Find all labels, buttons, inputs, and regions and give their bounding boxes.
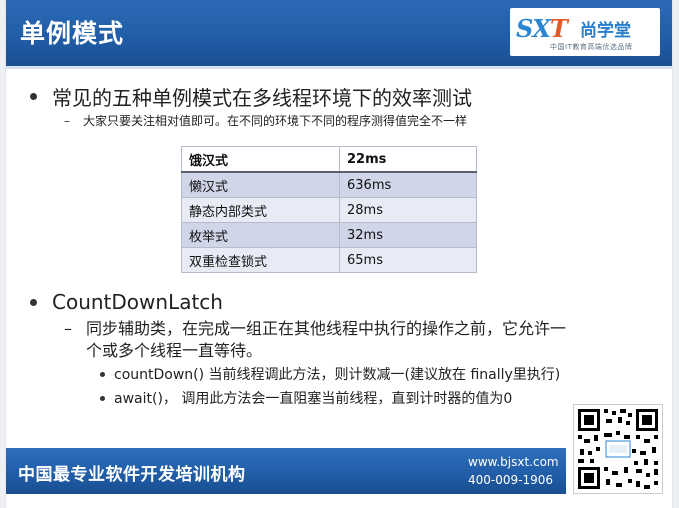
note-text: 大家只要关注相对值即可。在不同的环境下不同的程序测得值完全不一样	[83, 114, 468, 128]
dash-icon: –	[64, 113, 70, 128]
sub-bullet-note: – 大家只要关注相对值即可。在不同的环境下不同的程序测得值完全不一样	[64, 112, 467, 129]
table-row: 双重检查锁式 65ms	[181, 247, 477, 273]
slide-header: 单例模式 SXT 尚学堂 中国IT教育高端优选品牌	[6, 0, 672, 66]
bullet-dot-icon	[100, 371, 105, 377]
table-cell-time: 22ms	[339, 146, 477, 173]
dash-icon: –	[64, 319, 72, 338]
slide: 单例模式 SXT 尚学堂 中国IT教育高端优选品牌 常见的五种单例模式在多线程环…	[6, 0, 672, 508]
table-cell-time: 32ms	[339, 222, 477, 248]
slide-footer: 中国最专业软件开发培训机构	[6, 448, 566, 494]
sub-bullet-description: –同步辅助类，在完成一组正在其他线程中执行的操作之前，它允许一 个或多个线程一直…	[64, 318, 629, 362]
slide-title: 单例模式	[20, 19, 125, 48]
desc-line-1: 同步辅助类，在完成一组正在其他线程中执行的操作之前，它允许一	[86, 319, 567, 338]
point-text: await()， 调用此方法会一直阻塞当前线程，直到计时器的值为0	[114, 391, 513, 407]
brand-logo: SXT 尚学堂 中国IT教育高端优选品牌	[510, 8, 660, 56]
bullet-efficiency-test: 常见的五种单例模式在多线程环境下的效率测试	[30, 82, 472, 111]
bullet-dot-icon	[30, 298, 37, 306]
table-cell-name: 懒汉式	[181, 171, 340, 198]
table-cell-time: 65ms	[339, 247, 477, 273]
header-divider	[6, 66, 672, 69]
bullet-text: CountDownLatch	[52, 290, 223, 314]
table-cell-name: 饿汉式	[181, 146, 340, 173]
table-cell-name: 双重检查锁式	[181, 247, 340, 273]
bullet-countdownlatch: CountDownLatch	[30, 290, 223, 314]
table-cell-name: 静态内部类式	[181, 197, 340, 223]
point-text: countDown() 当前线程调此方法，则计数减一(建议放在 finally里…	[114, 367, 561, 383]
website-text: www.bjsxt.com	[468, 455, 559, 469]
table-row: 饿汉式 22ms	[181, 146, 477, 173]
table-cell-time: 636ms	[339, 171, 477, 198]
logo-mark: SXT	[516, 14, 568, 43]
bullet-text: 常见的五种单例模式在多线程环境下的效率测试	[52, 86, 472, 110]
bullet-dot-icon	[100, 395, 105, 401]
table-row: 静态内部类式 28ms	[181, 197, 477, 223]
logo-tagline: 中国IT教育高端优选品牌	[550, 43, 633, 51]
table-row: 枚举式 32ms	[181, 222, 477, 248]
footer-slogan: 中国最专业软件开发培训机构	[18, 465, 246, 485]
performance-table: 饿汉式 22ms 懒汉式 636ms 静态内部类式 28ms 枚举式 32ms …	[181, 146, 477, 273]
point-await: await()， 调用此方法会一直阻塞当前线程，直到计时器的值为0	[100, 388, 512, 408]
table-row: 懒汉式 636ms	[181, 171, 477, 198]
contact-info: www.bjsxt.com 400-009-1906	[468, 453, 566, 489]
phone-text: 400-009-1906	[468, 473, 554, 487]
logo-name: 尚学堂	[580, 21, 631, 41]
table-cell-time: 28ms	[339, 197, 477, 223]
point-countdown: countDown() 当前线程调此方法，则计数减一(建议放在 finally里…	[100, 364, 560, 384]
bullet-dot-icon	[30, 93, 37, 100]
qr-code-icon	[573, 404, 663, 494]
table-cell-name: 枚举式	[181, 222, 340, 248]
desc-line-2: 个或多个线程一直等待。	[86, 341, 263, 360]
